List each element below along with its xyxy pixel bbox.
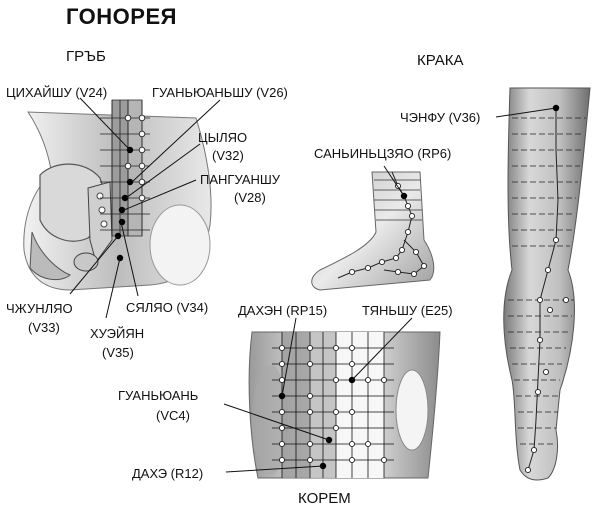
label-v24: ЦИХАЙШУ (V24) [6,85,108,100]
label-e25: ТЯНЬШУ (E25) [362,303,453,318]
label-v28-name: ПАНГУАНШУ [200,172,281,187]
label-r12: ДАХЭ (R12) [132,466,204,481]
label-v32-code: (V32) [212,148,244,163]
label-v35-name: ХУЭЙЯН [90,326,145,341]
label-v28-code: (V28) [234,190,266,205]
page-title: ГОНОРЕЯ [66,4,177,29]
section-legs-label: КРАКА [417,52,464,69]
label-v34: СЯЛЯО (V34) [126,300,209,315]
back-figure [23,97,221,319]
section-back-label: ГРЪБ [66,48,106,65]
label-rp6: САНЬИНЬЦЗЯО (RP6) [314,146,452,161]
label-vc4-code: (VC4) [156,408,190,423]
label-v35-code: (V35) [102,345,134,360]
label-v33-code: (V33) [28,320,60,335]
label-v26: ГУАНЬЮАНЬШУ (V26) [152,85,288,100]
foot-figure [311,165,435,291]
section-abdomen-label: КОРЕМ [298,490,351,507]
leg-figure [495,87,591,481]
abdomen-figure [223,317,441,479]
label-rp15: ДАХЭН (RP15) [238,303,328,318]
label-v33-name: ЧЖУНЛЯО [6,301,73,316]
label-v32-name: ЦЫЛЯО [198,130,248,145]
label-vc4-name: ГУАНЬЮАНЬ [118,388,199,403]
label-v36: ЧЭНФУ (V36) [400,110,481,125]
